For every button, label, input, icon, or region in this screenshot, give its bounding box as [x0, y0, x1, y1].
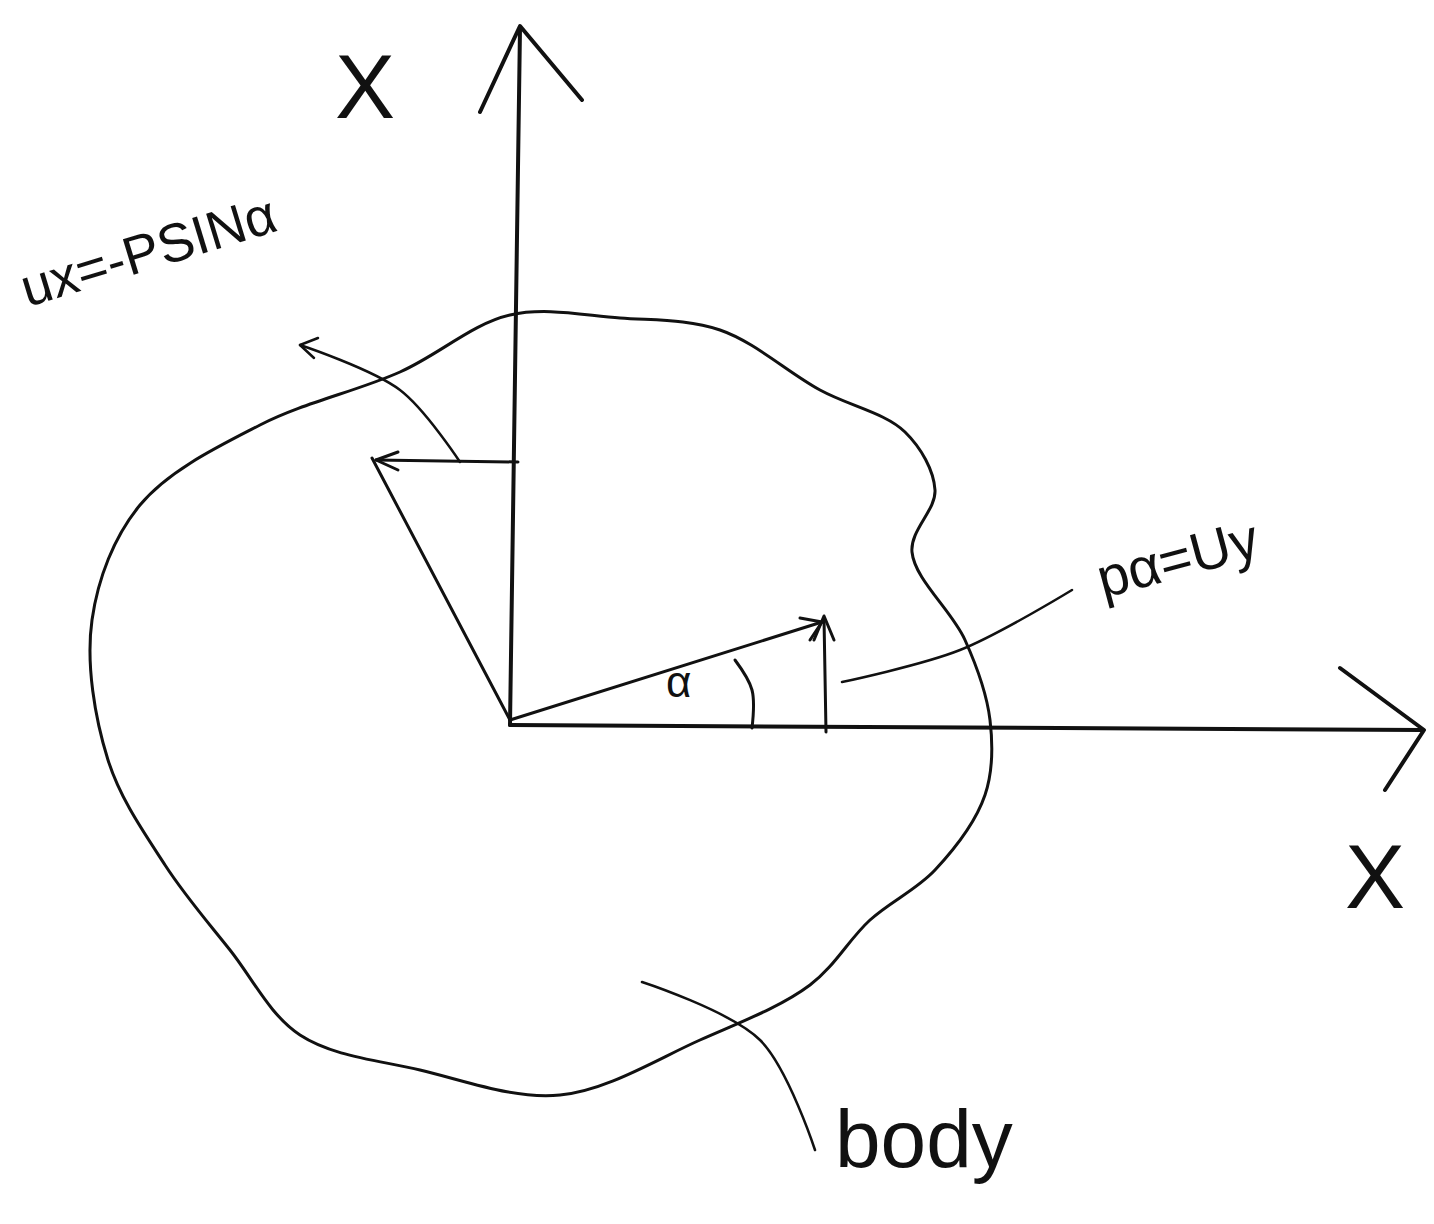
arrowhead: [1340, 668, 1424, 790]
body-label: body: [835, 1098, 1013, 1180]
leader-line: [842, 590, 1072, 682]
body-outline: [90, 312, 992, 1096]
component-label: ux=-PSINα: [14, 186, 282, 315]
arrowhead: [376, 452, 398, 470]
arrowhead: [480, 26, 582, 112]
angle-label: α: [666, 660, 691, 704]
axis-label: X: [335, 42, 395, 132]
arrowhead: [300, 338, 318, 358]
vector-line: [372, 458, 510, 720]
axis-line: [510, 725, 1422, 730]
component-arrow: [376, 460, 518, 462]
component-arrow: [824, 618, 826, 732]
axis-line: [510, 28, 520, 725]
arrowhead: [814, 616, 834, 640]
leader-line: [642, 982, 815, 1150]
component-label: pα=Uy: [1091, 510, 1265, 607]
leader-line: [300, 345, 460, 462]
angle-arc: [735, 660, 753, 728]
vector-line: [510, 622, 822, 720]
axis-label: X: [1345, 832, 1405, 922]
